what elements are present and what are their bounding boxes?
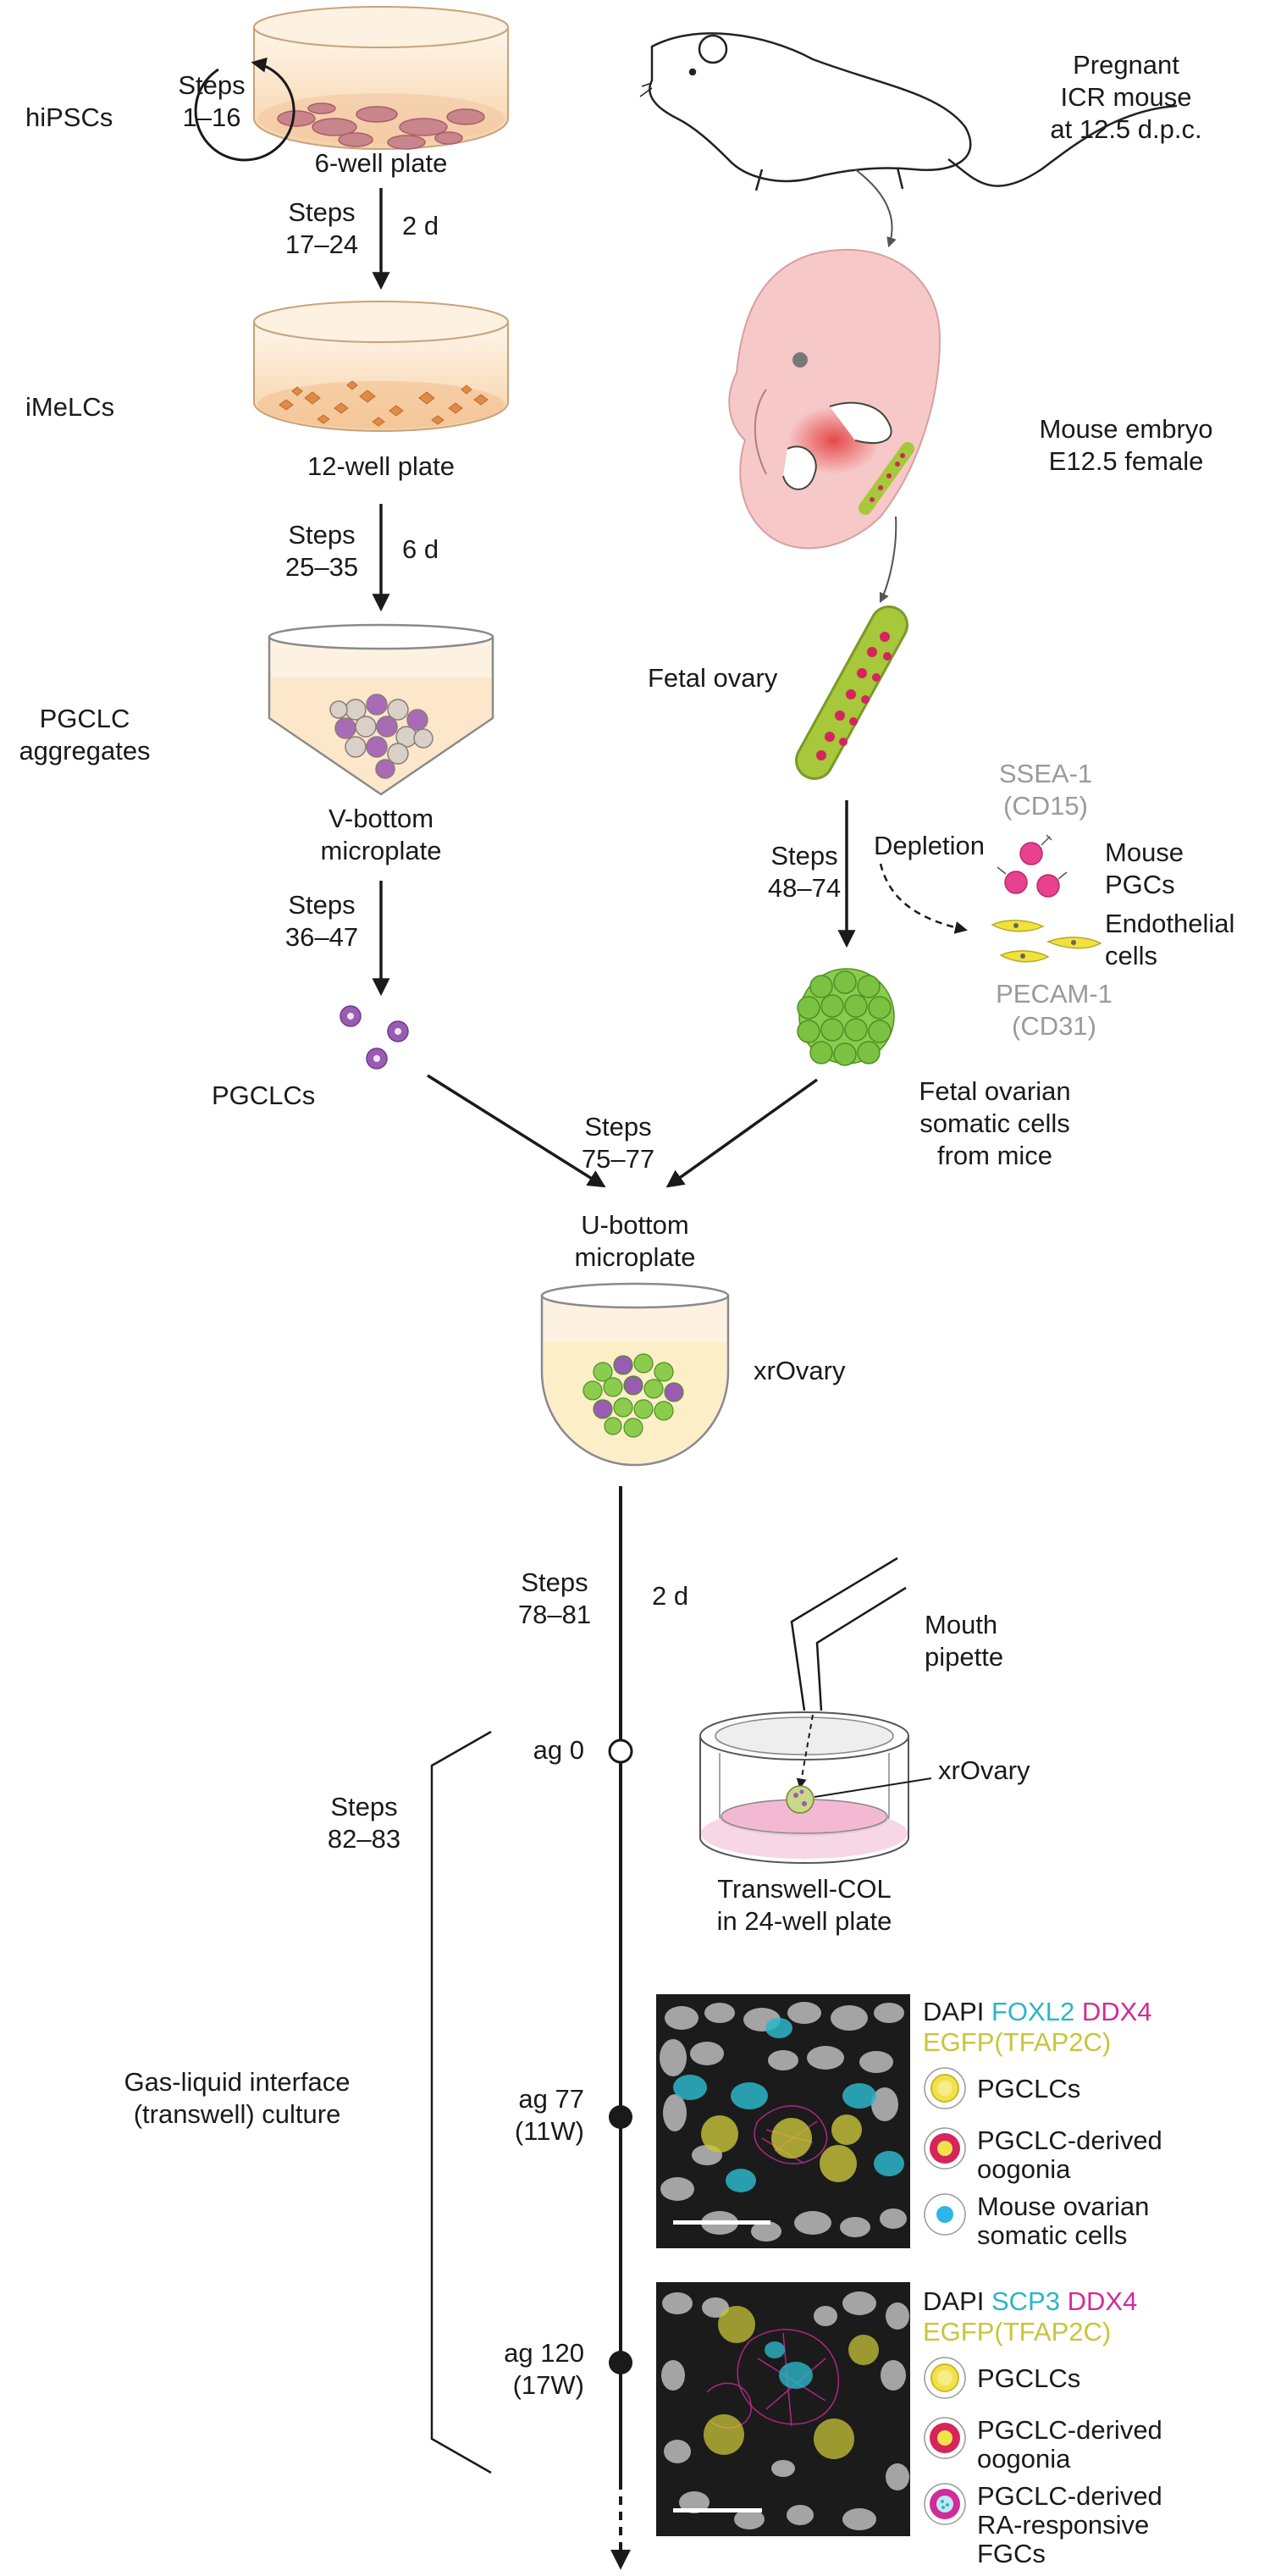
- gas-liquid-culture-label: Gas-liquid interface (transwell) culture: [124, 2067, 351, 2129]
- steps-48-74-label: Steps 48–74: [767, 841, 842, 903]
- legend-oogonia-text: PGCLC-derived oogonia: [977, 2125, 1162, 2184]
- legend-somatic-text: Mouse ovarian somatic cells: [977, 2192, 1150, 2250]
- mouth-pipette-label: Mouth pipette: [925, 1610, 1004, 1672]
- mouse-embryo-label: Mouse embryo E12.5 female: [1039, 414, 1213, 476]
- six-well-plate-label: 6-well plate: [314, 148, 448, 178]
- hipscs-label: hiPSCs: [25, 102, 113, 132]
- mouse-pgc-cells-illustration: [997, 834, 1068, 898]
- oogonia-legend-icon: [923, 2126, 977, 2178]
- pecam1-label: PECAM-1 (CD31): [996, 979, 1113, 1041]
- endothelial-cells-illustration: [991, 920, 1102, 963]
- ag120-label: ag 120 (17W): [504, 2338, 584, 2400]
- somatic-cells-cluster-illustration: [797, 968, 895, 1066]
- steps-75-77-label: Steps 75–77: [581, 1112, 655, 1174]
- pgclc-cells-illustration: [340, 1005, 409, 1070]
- scale-bar-ag120: [673, 2508, 762, 2512]
- twelve-well-plate-label: 12-well plate: [306, 451, 456, 481]
- legend-item-pgclcs-2: PGCLCs: [923, 2356, 1262, 2407]
- xrovary-label: xrOvary: [754, 1356, 846, 1385]
- imelcs-label: iMeLCs: [25, 392, 115, 422]
- legend-item-oogonia-2: PGCLC-derived oogonia: [923, 2416, 1262, 2474]
- steps-78-81-label: Steps 78–81: [517, 1567, 592, 1629]
- duration-2d-label: 2 d: [402, 211, 439, 240]
- transwell-label: Transwell-COL in 24-well plate: [716, 1874, 892, 1936]
- legend-pgclcs-text: PGCLCs: [977, 2074, 1081, 2103]
- legend-scp3: SCP3: [991, 2286, 1060, 2316]
- culture-bracket: [430, 1730, 492, 2474]
- pregnant-mouse-illustration: [639, 32, 1178, 191]
- legend-ag77-header: DAPI FOXL2 DDX4: [923, 1997, 1262, 2027]
- steps-82-83-label: Steps 82–83: [327, 1792, 401, 1854]
- micrograph-ag120: [656, 2282, 910, 2536]
- pgclc-legend-icon-2: [923, 2356, 977, 2407]
- legend-ag120-header: DAPI SCP3 DDX4: [923, 2286, 1262, 2317]
- endothelial-cells-label: Endothelial cells: [1105, 909, 1235, 970]
- steps-25-35-label: Steps 25–35: [284, 520, 359, 582]
- legend-item-pgclcs: PGCLCs: [923, 2066, 1262, 2118]
- ag120-marker: [609, 2351, 632, 2374]
- mouse-embryo-illustration: [728, 248, 941, 550]
- legend-fgcs-text: PGCLC-derived RA-responsive FGCs: [977, 2481, 1162, 2568]
- legend-ddx4-2: DDX4: [1067, 2286, 1138, 2316]
- self-renew-arrow: [194, 57, 295, 162]
- steps-17-24-label: Steps 17–24: [284, 197, 359, 259]
- v-bottom-microplate-label: V-bottom microplate: [320, 804, 442, 865]
- legend-item-fgcs: PGCLC-derived RA-responsive FGCs: [923, 2482, 1262, 2568]
- micrograph-ag77: [656, 1994, 910, 2248]
- fetal-ovary-label: Fetal ovary: [648, 663, 778, 693]
- mouse-pgcs-label: Mouse PGCs: [1105, 837, 1184, 899]
- legend-item-oogonia: PGCLC-derived oogonia: [923, 2126, 1262, 2184]
- mouth-pipette-illustration: [790, 1556, 907, 1711]
- ag77-label: ag 77 (11W): [514, 2084, 584, 2146]
- pgclcs-label: PGCLCs: [212, 1081, 316, 1110]
- oogonia-legend-icon-2: [923, 2416, 977, 2468]
- legend-ddx4: DDX4: [1081, 1997, 1152, 2026]
- v-bottom-microplate-illustration: [268, 623, 494, 796]
- u-bottom-microplate-illustration: [540, 1282, 730, 1467]
- legend-oogonia-text-2: PGCLC-derived oogonia: [977, 2415, 1162, 2474]
- steps-1-16-label: Steps 1–16: [178, 70, 246, 132]
- legend-egfp-2: EGFP(TFAP2C): [923, 2317, 1112, 2347]
- somatic-legend-icon: [923, 2192, 977, 2244]
- ssea1-label: SSEA-1 (CD15): [998, 759, 1093, 821]
- legend-dapi: DAPI: [923, 1997, 985, 2026]
- duration-2d-culture-label: 2 d: [652, 1581, 689, 1611]
- legend-dapi-2: DAPI: [923, 2286, 985, 2316]
- ag0-marker: [608, 1739, 633, 1764]
- twelve-well-plate-illustration: [253, 301, 509, 432]
- legend-foxl2: FOXL2: [991, 1997, 1075, 2026]
- legend-item-somatic: Mouse ovarian somatic cells: [923, 2192, 1262, 2250]
- pgclc-legend-icon: [923, 2066, 977, 2118]
- fgc-legend-icon: [923, 2482, 977, 2534]
- legend-ag77: DAPI FOXL2 DDX4 EGFP(TFAP2C) PGCLCs PGCL…: [923, 1997, 1262, 2250]
- legend-egfp: EGFP(TFAP2C): [923, 2027, 1112, 2057]
- duration-6d-label: 6 d: [402, 534, 439, 564]
- transwell-illustration: [699, 1711, 932, 1864]
- u-bottom-microplate-label: U-bottom microplate: [574, 1210, 696, 1272]
- ag77-marker: [609, 2105, 632, 2129]
- fetal-ovary-illustration: [795, 605, 908, 780]
- pgclc-aggregates-label: PGCLC aggregates: [19, 704, 151, 766]
- pregnant-mouse-label: Pregnant ICR mouse at 12.5 d.p.c.: [1050, 50, 1202, 144]
- scale-bar-ag77: [673, 2220, 770, 2225]
- legend-ag120: DAPI SCP3 DDX4 EGFP(TFAP2C) PGCLCs PGCLC…: [923, 2286, 1262, 2568]
- legend-pgclcs-text-2: PGCLCs: [977, 2363, 1081, 2393]
- xrovary-transwell-label: xrOvary: [938, 1755, 1030, 1785]
- ag0-label: ag 0: [533, 1735, 584, 1765]
- steps-36-47-label: Steps 36–47: [284, 890, 359, 952]
- depletion-label: Depletion: [874, 831, 985, 860]
- fetal-somatic-cells-label: Fetal ovarian somatic cells from mice: [919, 1076, 1071, 1170]
- six-well-plate-illustration: [253, 6, 509, 150]
